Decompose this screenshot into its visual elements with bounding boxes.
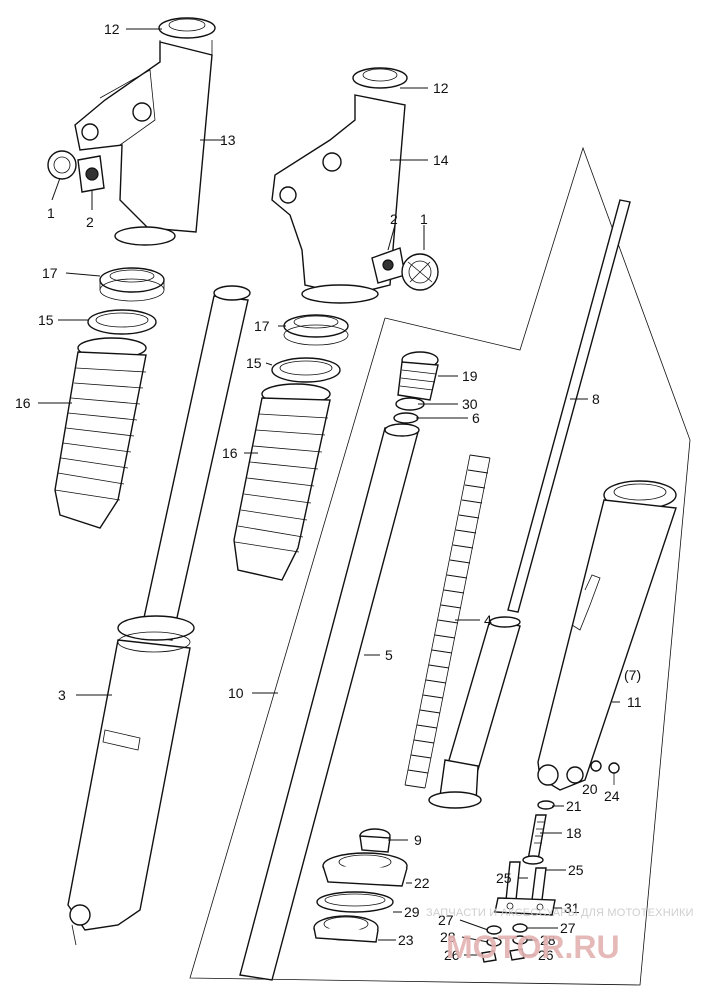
fork-slider-left <box>67 615 195 946</box>
callout-17-right: 17 <box>254 318 270 334</box>
bolt-24 <box>608 762 620 785</box>
callout-3: 3 <box>58 687 66 703</box>
axle-holder-31 <box>494 897 556 916</box>
callout-27-left: 27 <box>438 912 454 928</box>
ring-15-right <box>271 357 341 383</box>
spring-seat-19 <box>397 351 439 401</box>
callout-9: 9 <box>414 832 422 848</box>
callout-16-left: 16 <box>15 395 31 411</box>
seal-ring-17-left <box>99 267 165 302</box>
callout-30: 30 <box>462 396 478 412</box>
fork-slider-right <box>537 480 677 791</box>
callout-15-left: 15 <box>38 312 54 328</box>
watermark-tagline: ЗАПЧАСТИ И АКСЕССУАРЫ ДЛЯ МОТОТЕХНИКИ <box>426 907 694 919</box>
callout-26-right: 26 <box>538 947 554 963</box>
fork-tube-left <box>139 285 251 641</box>
callout-23: 23 <box>398 932 414 948</box>
fork-top-bracket-left <box>74 17 216 246</box>
callout-8: 8 <box>592 391 600 407</box>
piston-9 <box>359 828 391 853</box>
inner-tube-10 <box>239 423 420 981</box>
washer-6 <box>393 412 419 424</box>
seal-23 <box>313 915 379 943</box>
callout-11: 11 <box>627 694 642 710</box>
callout-16-right: 16 <box>222 445 238 461</box>
bolt-20 <box>590 760 602 772</box>
callout-2-right: 2 <box>390 211 398 227</box>
callout-19: 19 <box>462 368 478 384</box>
rubber-boot-right <box>233 383 331 581</box>
bolt-25-pair <box>505 861 547 901</box>
callout-14: 14 <box>433 152 449 168</box>
callout-7: (7) <box>624 667 641 683</box>
washer-21 <box>537 800 555 810</box>
callout-4: 4 <box>484 612 492 628</box>
ring-15-left <box>87 309 157 335</box>
callout-5: 5 <box>385 647 393 663</box>
callout-27-right: 27 <box>560 920 576 936</box>
washers-27-28-26 <box>481 923 528 963</box>
callout-10: 10 <box>228 685 244 701</box>
callout-25-left: 25 <box>496 870 512 886</box>
callout-6: 6 <box>472 410 480 426</box>
callout-18: 18 <box>566 825 582 841</box>
inner-assembly-frame <box>189 146 691 986</box>
bolt-18 <box>522 814 547 865</box>
cap-and-nut-left <box>47 150 105 193</box>
callout-13: 13 <box>220 132 236 148</box>
callout-2-left: 2 <box>86 214 94 230</box>
seal-29 <box>316 891 394 913</box>
callout-21: 21 <box>566 798 582 814</box>
watermark-logo: MOTOR.RU <box>446 929 620 965</box>
callout-1-left: 1 <box>47 205 55 221</box>
callout-12-left: 12 <box>104 21 120 37</box>
callout-15-right: 15 <box>246 355 262 371</box>
callout-12-right: 12 <box>433 80 449 96</box>
watermark: ЗАПЧАСТИ И АКСЕССУАРЫ ДЛЯ МОТОТЕХНИКИ MO… <box>426 907 694 965</box>
callout-24: 24 <box>604 788 620 804</box>
callout-26-left: 26 <box>444 947 460 963</box>
leader-lines <box>38 28 620 956</box>
callout-29: 29 <box>404 904 420 920</box>
callout-31: 31 <box>564 900 580 916</box>
callout-20: 20 <box>582 781 598 797</box>
oil-seal-22 <box>322 852 408 887</box>
callout-22: 22 <box>414 875 430 891</box>
rubber-boot-left <box>54 337 147 529</box>
callout-28-right: 28 <box>540 932 556 948</box>
callout-17-left: 17 <box>42 265 58 281</box>
fork-spring-4 <box>404 454 491 789</box>
callout-28-left: 28 <box>440 929 456 945</box>
damper-rod-8 <box>428 199 631 809</box>
callout-1-right: 1 <box>420 211 428 227</box>
cap-and-nut-right <box>371 247 439 291</box>
fork-top-bracket-right <box>271 67 408 304</box>
callout-labels: 12 13 1 2 12 14 2 1 17 15 16 17 15 16 19… <box>15 21 642 963</box>
callout-25-right: 25 <box>568 862 584 878</box>
seal-ring-17-right <box>283 314 349 346</box>
